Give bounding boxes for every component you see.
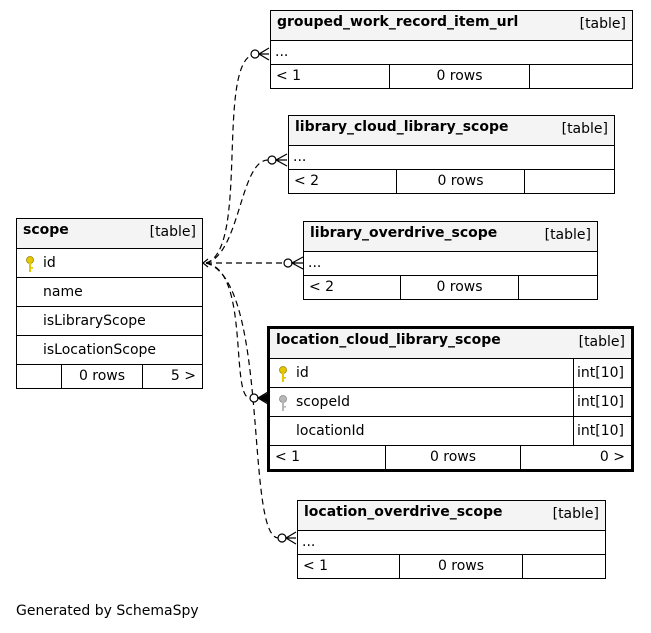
row-count: 0 rows <box>385 446 520 469</box>
table-name: location_overdrive_scope <box>304 504 503 520</box>
table-footer: < 1 0 rows 0 > <box>270 445 631 469</box>
children-count <box>524 170 614 193</box>
foreign-key-icon <box>278 394 288 422</box>
optional-marker <box>250 49 260 59</box>
table-location-cloud-library-scope[interactable]: location_cloud_library_scope [table] id … <box>267 326 634 472</box>
column-name: name <box>43 284 83 300</box>
parents-count <box>17 365 61 388</box>
row-count: 0 rows <box>61 365 142 388</box>
optional-marker <box>277 533 287 543</box>
table-name: grouped_work_record_item_url <box>277 14 519 30</box>
children-count <box>518 276 597 299</box>
table-kind: [table] <box>149 224 196 240</box>
table-header: library_overdrive_scope [table] <box>304 222 597 251</box>
parents-count: < 1 <box>303 558 329 574</box>
column-name: isLibraryScope <box>43 313 146 329</box>
column-row: isLocationScope <box>17 335 202 364</box>
column-row: isLibraryScope <box>17 306 202 335</box>
column-ellipsis: ... <box>298 530 605 554</box>
row-count: 0 rows <box>399 555 522 578</box>
children-count: 0 > <box>520 446 631 469</box>
crowfoot-fill <box>258 393 268 403</box>
row-count: 0 rows <box>389 65 529 88</box>
column-ellipsis: ... <box>271 40 632 64</box>
column-row: name <box>17 277 202 306</box>
table-header: grouped_work_record_item_url [table] <box>271 11 632 40</box>
table-kind: [table] <box>561 121 608 137</box>
column-name: locationId <box>296 423 365 439</box>
table-footer: < 2 0 rows <box>289 169 614 193</box>
column-row: id int[10] <box>270 358 631 387</box>
table-kind: [table] <box>552 506 599 522</box>
table-kind: [table] <box>544 227 591 243</box>
table-kind: [table] <box>579 16 626 32</box>
column-name: id <box>43 255 56 271</box>
primary-key-icon <box>25 255 35 283</box>
table-footer: < 1 0 rows <box>298 554 605 578</box>
children-count: 5 > <box>142 365 202 388</box>
column-name: id <box>296 365 309 381</box>
table-scope[interactable]: scope [table] id name isLibraryScope isL… <box>16 218 203 389</box>
column-type: int[10] <box>573 359 631 387</box>
column-name: isLocationScope <box>43 342 157 358</box>
generated-by-caption: Generated by SchemaSpy <box>16 603 199 619</box>
crowfoot-marker <box>257 47 270 61</box>
primary-key-icon <box>278 365 288 393</box>
crowfoot-marker <box>202 258 209 268</box>
parents-count: < 2 <box>309 279 335 295</box>
table-footer: < 2 0 rows <box>304 275 597 299</box>
column-type: int[10] <box>573 417 631 445</box>
parents-count: < 2 <box>294 173 320 189</box>
table-grouped-work-record-item-url[interactable]: grouped_work_record_item_url [table] ...… <box>270 10 633 89</box>
optional-marker <box>249 393 259 403</box>
row-count: 0 rows <box>396 170 524 193</box>
column-row: id <box>17 248 202 277</box>
parents-count: < 1 <box>276 68 302 84</box>
row-count: 0 rows <box>400 276 518 299</box>
table-library-overdrive-scope[interactable]: library_overdrive_scope [table] ... < 2 … <box>303 221 598 300</box>
table-name: location_cloud_library_scope <box>276 332 501 348</box>
edge-library-cloud <box>205 159 269 264</box>
table-header: location_cloud_library_scope [table] <box>270 329 631 358</box>
table-footer: < 1 0 rows <box>271 64 632 88</box>
crowfoot-marker <box>274 153 288 167</box>
table-name: library_overdrive_scope <box>310 225 498 241</box>
table-name: library_cloud_library_scope <box>295 119 509 135</box>
column-ellipsis: ... <box>289 145 614 169</box>
table-location-overdrive-scope[interactable]: location_overdrive_scope [table] ... < 1… <box>297 500 606 579</box>
table-header: library_cloud_library_scope [table] <box>289 116 614 145</box>
children-count <box>522 555 605 578</box>
table-library-cloud-library-scope[interactable]: library_cloud_library_scope [table] ... … <box>288 115 615 194</box>
column-row: scopeId int[10] <box>270 387 631 416</box>
column-ellipsis: ... <box>304 251 597 275</box>
table-header: scope [table] <box>17 219 202 248</box>
table-header: location_overdrive_scope [table] <box>298 501 605 530</box>
parents-count: < 1 <box>275 449 301 465</box>
table-name: scope <box>23 222 69 238</box>
table-footer: 0 rows 5 > <box>17 364 202 388</box>
crowfoot-marker <box>290 256 304 270</box>
edge-grouped-work-record <box>205 53 256 264</box>
children-count <box>529 65 632 88</box>
table-kind: [table] <box>578 334 625 350</box>
crowfoot-marker <box>284 531 297 545</box>
column-row: locationId int[10] <box>270 416 631 445</box>
column-type: int[10] <box>573 388 631 416</box>
column-name: scopeId <box>296 394 351 410</box>
